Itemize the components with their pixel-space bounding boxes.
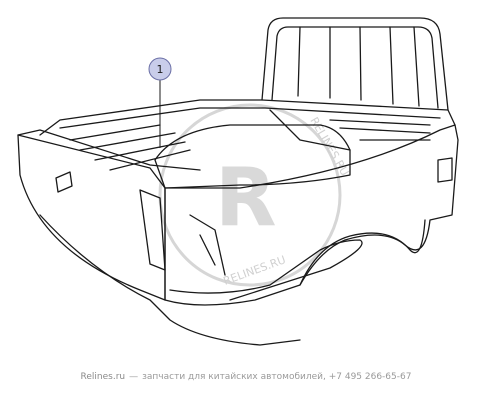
footer-site[interactable]: Relines.ru xyxy=(80,372,126,382)
watermark-logo-letter: R xyxy=(215,151,277,244)
cab-guard-bars xyxy=(297,26,420,107)
tail-light xyxy=(139,189,166,271)
tailgate-panel xyxy=(17,134,166,301)
callout-1[interactable]: 1 xyxy=(148,57,172,148)
tailgate-lower xyxy=(39,214,301,346)
truck-bed-drawing xyxy=(17,17,459,346)
tailgate-handle xyxy=(55,171,73,193)
footer-description: запчасти для китайских автомобилей, +7 4… xyxy=(142,372,412,382)
watermark-ring xyxy=(158,103,342,287)
cab-guard-inner xyxy=(271,26,439,109)
bed-front-rail xyxy=(39,99,456,136)
footer: Relines.ru—запчасти для китайских автомо… xyxy=(0,372,492,392)
wheel-arch xyxy=(299,219,426,286)
callout-number: 1 xyxy=(157,63,164,76)
callout-bubble[interactable] xyxy=(148,57,172,81)
side-trim-line xyxy=(169,239,363,301)
watermark-arc-text-2: RELINES.RU xyxy=(222,253,288,288)
footer-separator: — xyxy=(129,372,139,382)
bed-floor-ribs xyxy=(69,124,191,171)
fuel-lid xyxy=(437,157,453,183)
bed-inner-rail xyxy=(59,107,441,129)
cab-guard-frame xyxy=(261,17,449,111)
watermark: R RELINES.RU RELINES.RU xyxy=(158,103,351,288)
wheel-well-hump xyxy=(154,124,351,189)
right-side-panel xyxy=(164,124,459,306)
inner-brace xyxy=(189,214,226,276)
bed-inner-wall xyxy=(269,109,431,151)
